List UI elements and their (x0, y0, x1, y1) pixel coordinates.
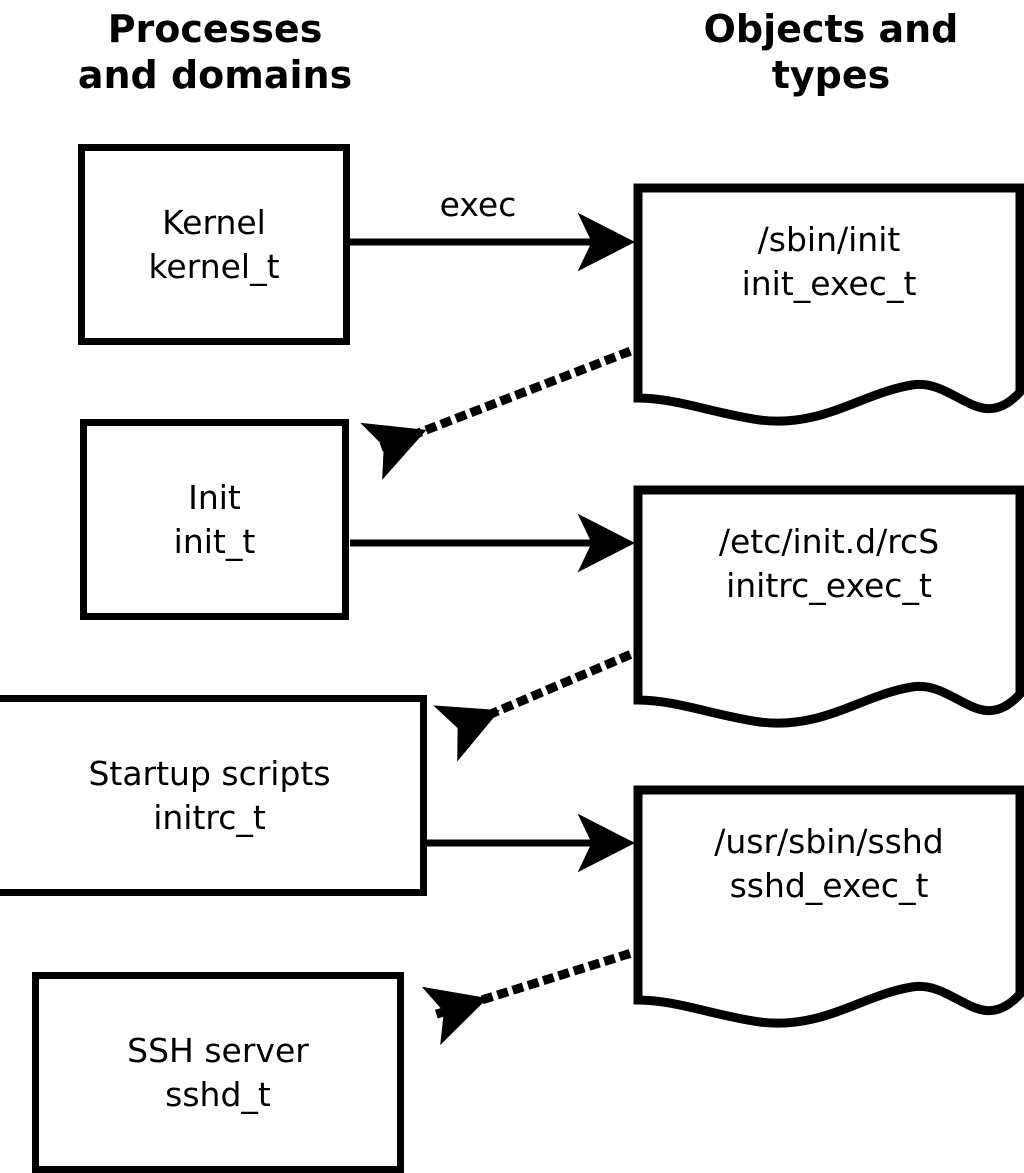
process-box-ssh-server[interactable]: SSH server sshd_t (32, 972, 404, 1173)
edge-sshdexec-to-sshd (421, 944, 647, 1046)
process-box-startup-scripts[interactable]: Startup scripts initrc_t (0, 695, 427, 896)
object-doc-usr-sbin-sshd[interactable] (630, 782, 1024, 1032)
process-name: SSH server (127, 1030, 309, 1070)
object-doc-etc-initd-rcs[interactable] (630, 482, 1024, 732)
object-doc-sbin-init[interactable] (630, 180, 1024, 430)
column-header-processes: Processes and domains (77, 7, 353, 98)
edge-initrcexec-to-initrc (433, 644, 647, 762)
process-box-init[interactable]: Init init_t (80, 419, 349, 620)
process-type: sshd_t (165, 1074, 271, 1114)
process-type: kernel_t (148, 246, 280, 286)
edge-label-exec: exec (439, 185, 517, 224)
column-header-objects: Objects and types (703, 7, 959, 98)
process-name: Startup scripts (88, 753, 331, 793)
process-name: Init (188, 477, 241, 517)
process-box-kernel[interactable]: Kernel kernel_t (78, 144, 350, 345)
edge-initexec-to-init (360, 341, 647, 480)
process-name: Kernel (162, 202, 266, 242)
process-type: init_t (173, 521, 256, 561)
process-type: initrc_t (153, 797, 266, 837)
